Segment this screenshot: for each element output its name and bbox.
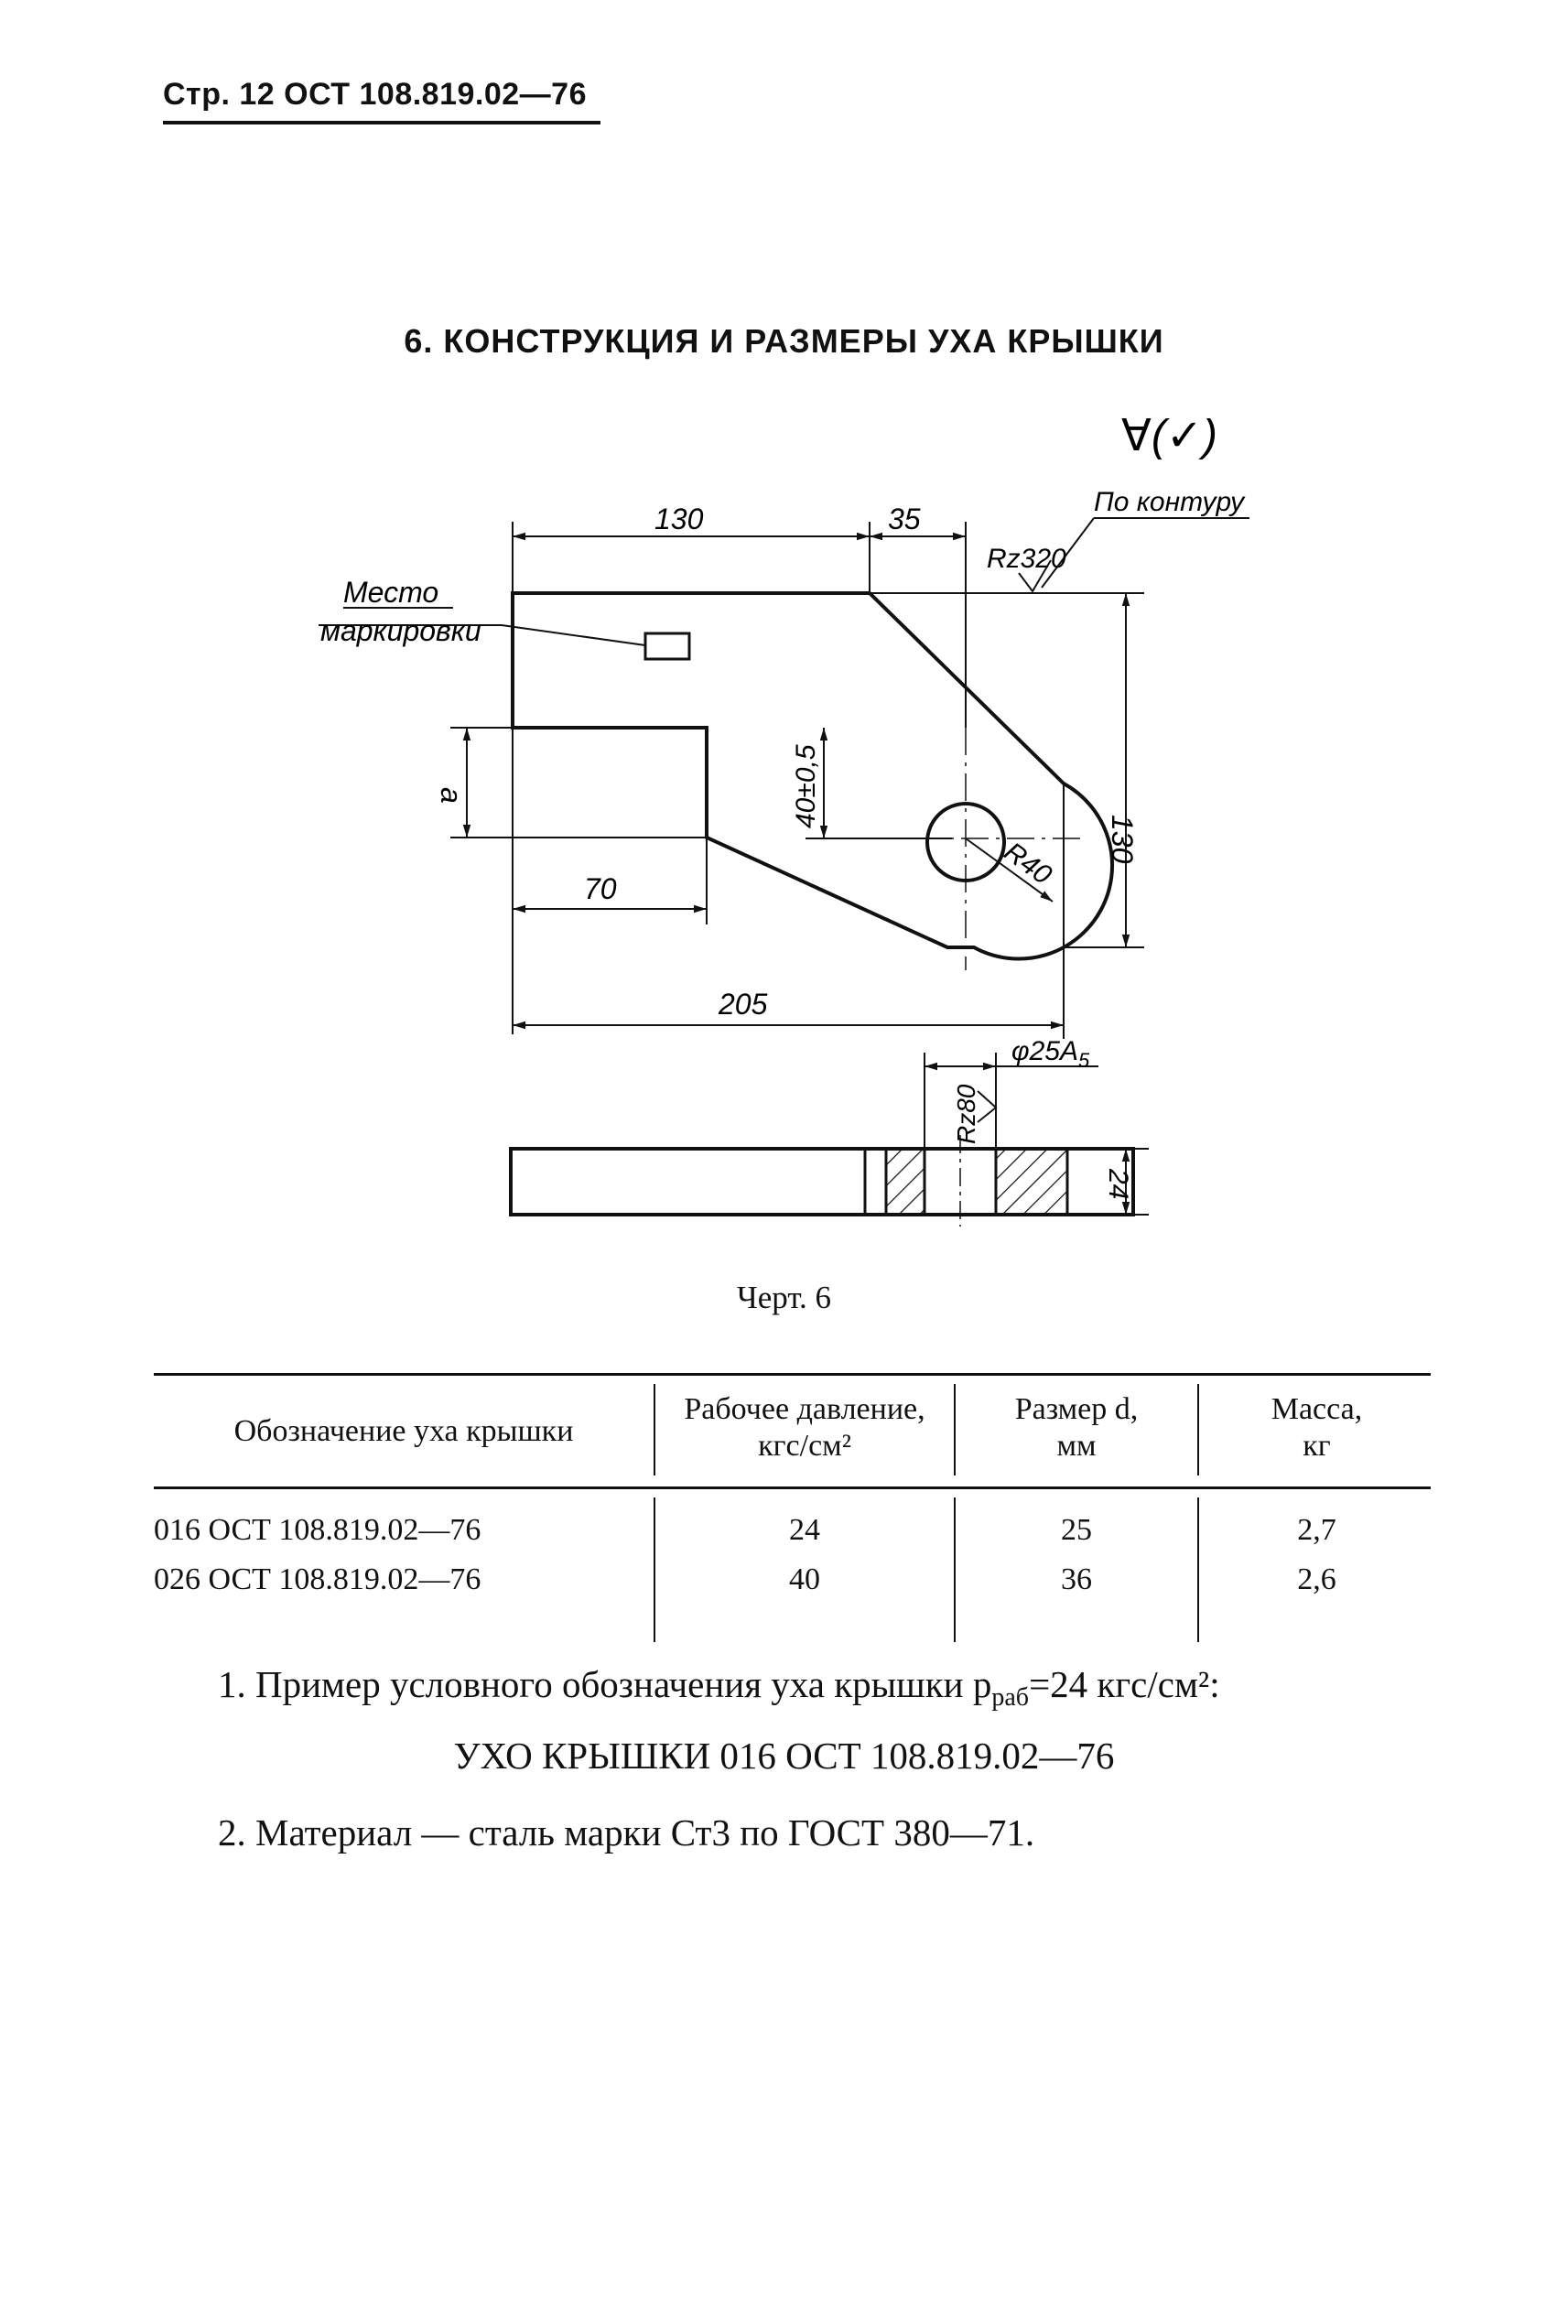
marking-label-2: маркировки xyxy=(320,614,481,647)
technical-drawing: ∀(✓) Место маркировки 130 35 По контуру … xyxy=(319,412,1249,1227)
table-row-2-mass: 2,6 xyxy=(1297,1562,1336,1596)
part-outline xyxy=(511,591,1115,961)
table-row-1-pressure: 24 xyxy=(789,1513,820,1547)
section-view xyxy=(509,1147,1135,1216)
note-1: 1. Пример условного обозначения уха крыш… xyxy=(218,1663,1220,1713)
dim-top-left: 130 xyxy=(654,503,704,535)
page-header: Стр. 12 ОСТ 108.819.02—76 xyxy=(163,77,587,112)
dim-top-right: 35 xyxy=(888,503,921,535)
hole-roughness: Rz80 xyxy=(952,1084,980,1144)
table-row-1-mass: 2,7 xyxy=(1297,1513,1336,1547)
table-row-2-size: 36 xyxy=(1061,1562,1092,1596)
table-row-1-designation: 016 ОСТ 108.819.02—76 xyxy=(154,1513,481,1547)
dim-side-a: a xyxy=(435,787,468,804)
contour-roughness: Rz320 xyxy=(987,544,1066,574)
roughness-symbol: ∀(✓) xyxy=(1121,412,1217,460)
table-row-1-size: 25 xyxy=(1061,1513,1092,1547)
table-header-pressure: Рабочее давление, кгс/см² xyxy=(684,1392,925,1463)
dim-hole-dia: φ25A5 xyxy=(1011,1036,1090,1072)
figure-caption: Черт. 6 xyxy=(737,1280,831,1315)
dim-right-height: 130 xyxy=(1106,815,1139,864)
table-row-2-pressure: 40 xyxy=(789,1562,820,1596)
marking-label-1: Место xyxy=(343,576,438,609)
dim-hole-offset: 40±0,5 xyxy=(791,744,821,828)
note-designation-example: УХО КРЫШКИ 016 ОСТ 108.819.02—76 xyxy=(453,1735,1115,1777)
marking-leader xyxy=(501,624,646,646)
dim-inner-width: 70 xyxy=(584,872,617,905)
note-2: 2. Материал — сталь марки Ст3 по ГОСТ 38… xyxy=(218,1811,1035,1854)
table-header-size: Размер d, мм xyxy=(1014,1392,1139,1463)
contour-note: По контуру xyxy=(1094,487,1246,517)
marking-rect xyxy=(643,632,691,661)
table-header-mass: Масса, кг xyxy=(1271,1392,1363,1463)
table-header-designation: Обозначение уха крышки xyxy=(233,1414,574,1448)
table-row-2-designation: 026 ОСТ 108.819.02—76 xyxy=(154,1562,481,1596)
header-rule xyxy=(163,121,600,124)
dim-total-width: 205 xyxy=(718,988,768,1021)
radius-leader xyxy=(965,838,1054,903)
section-title: 6. КОНСТРУКЦИЯ И РАЗМЕРЫ УХА КРЫШКИ xyxy=(404,322,1164,360)
dim-thickness: 24 xyxy=(1103,1168,1133,1199)
